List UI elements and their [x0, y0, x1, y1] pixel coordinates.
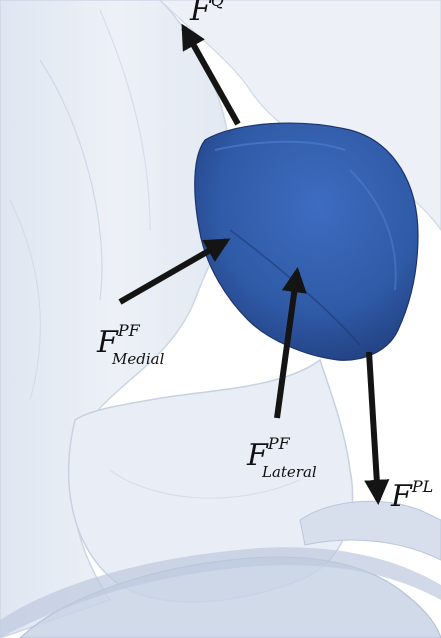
- label-fpl-sup: PL: [411, 477, 433, 496]
- patella: [195, 123, 418, 360]
- label-fpf-medial-sup: PF: [117, 321, 141, 340]
- label-fpf-lateral-sub: Lateral: [261, 463, 317, 481]
- label-fpf-lateral-sup: PF: [267, 434, 291, 453]
- label-fpf-medial-sub: Medial: [111, 350, 165, 368]
- label-fq-main: F: [189, 0, 212, 28]
- label-fq-sup: Q: [211, 0, 224, 10]
- arrow-fpl: [369, 352, 378, 500]
- label-fpl: FPL: [390, 477, 433, 514]
- label-fpl-main: F: [390, 479, 413, 514]
